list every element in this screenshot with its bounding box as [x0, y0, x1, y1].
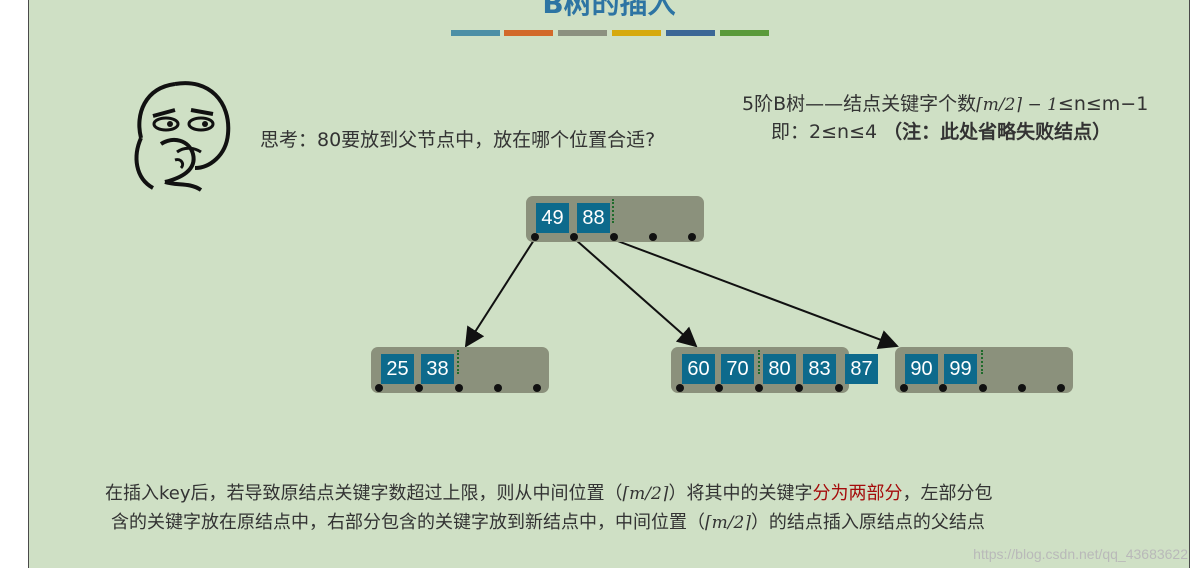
middle-pointer — [835, 384, 843, 392]
explanation-text: 在插入key后，若导致原结点关键字数超过上限，则从中间位置（ — [105, 483, 623, 504]
middle-divider — [758, 350, 760, 374]
color-bar-5 — [666, 30, 715, 36]
rule-formula: ⌈m/2⌉ − 1 — [976, 95, 1058, 115]
left-key-1: 25 — [381, 354, 414, 384]
left-pointer — [455, 384, 463, 392]
left-pointer — [494, 384, 502, 392]
right-pointer — [939, 384, 947, 392]
root-pointer — [649, 233, 657, 241]
root-pointer — [610, 233, 618, 241]
right-pointer — [979, 384, 987, 392]
edge-root-left — [464, 239, 535, 348]
explanation-formula: ⌈m/2⌉ — [705, 513, 751, 533]
color-bar-2 — [504, 30, 553, 36]
question-text: 思考：80要放到父节点中，放在哪个位置合适? — [260, 129, 656, 151]
middle-key-3: 80 — [763, 354, 796, 384]
slide-title: B树的插入 — [542, 0, 676, 20]
root-pointer — [531, 233, 539, 241]
root-pointer — [688, 233, 696, 241]
left-key-2: 38 — [421, 354, 454, 384]
color-bar-1 — [451, 30, 500, 36]
explanation-text: ，左部分包 — [902, 483, 993, 504]
root-key-2: 88 — [577, 203, 610, 233]
explanation-text: 含的关键字放在原结点中，右部分包含的关键字放到新结点中，中间位置（ — [111, 512, 705, 533]
right-pointer — [900, 384, 908, 392]
left-divider — [457, 350, 459, 374]
middle-key-4: 83 — [803, 354, 836, 384]
tree-edges — [464, 239, 899, 350]
middle-key-1: 60 — [682, 354, 715, 384]
middle-pointer — [676, 384, 684, 392]
explanation-highlight: 分为两部分 — [812, 483, 903, 504]
explanation-formula: ⌈m/2⌉ — [622, 484, 669, 504]
color-bar-6 — [720, 30, 769, 36]
explanation-text: ）的结点插入原结点的父结点 — [750, 512, 985, 533]
watermark: https://blog.csdn.net/qq_43683622 — [973, 546, 1188, 562]
rule-suffix: ≤n≤m−1 — [1057, 93, 1149, 115]
range-note: （注：此处省略失败结点） — [883, 121, 1112, 143]
middle-pointer — [795, 384, 803, 392]
b-tree-range: 即：2≤n≤4 （注：此处省略失败结点） — [771, 117, 1111, 144]
right-pointer — [1018, 384, 1026, 392]
range-prefix: 即： — [771, 121, 810, 143]
root-divider — [612, 199, 614, 223]
edge-root-right — [614, 239, 899, 350]
color-bar-4 — [612, 30, 661, 36]
right-key-2: 99 — [944, 354, 977, 384]
b-tree-rule: 5阶B树——结点关键字个数⌈m/2⌉ − 1≤n≤m−1 — [742, 89, 1148, 116]
edge-root-middle — [575, 239, 698, 348]
thinking-face-icon — [134, 81, 231, 192]
explanation-line-2: 含的关键字放在原结点中，右部分包含的关键字放到新结点中，中间位置（⌈m/2⌉）的… — [111, 508, 985, 534]
right-key-1: 90 — [905, 354, 938, 384]
middle-pointer — [755, 384, 763, 392]
right-divider — [981, 350, 983, 374]
range-value: 2≤n≤4 — [809, 121, 878, 143]
left-pointer — [375, 384, 383, 392]
rule-prefix: 5阶B树——结点关键字个数 — [742, 93, 977, 115]
explanation-text: ）将其中的关键字 — [668, 483, 813, 504]
explanation-line-1: 在插入key后，若导致原结点关键字数超过上限，则从中间位置（⌈m/2⌉）将其中的… — [105, 479, 992, 505]
slide: B树的插入 思考：80要放到父节点中，放在哪个位置合适? 5阶B树——结点关键字… — [28, 0, 1190, 568]
left-pointer — [533, 384, 541, 392]
root-pointer — [570, 233, 578, 241]
root-key-1: 49 — [536, 203, 569, 233]
middle-key-2: 70 — [721, 354, 754, 384]
middle-key-5-overflow: 87 — [845, 354, 878, 384]
color-bar-3 — [558, 30, 607, 36]
left-pointer — [415, 384, 423, 392]
middle-pointer — [715, 384, 723, 392]
right-pointer — [1057, 384, 1065, 392]
